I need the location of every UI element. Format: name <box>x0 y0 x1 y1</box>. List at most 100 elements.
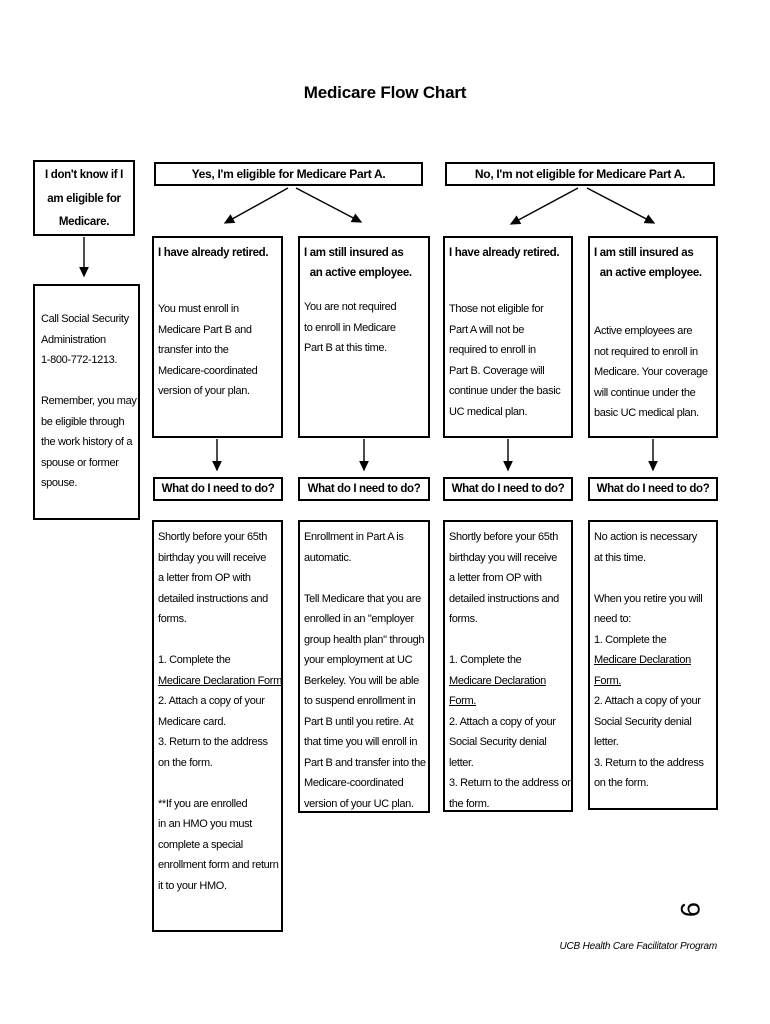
text-line: Form. <box>594 674 621 687</box>
text-line: Part B at this time. <box>304 342 387 354</box>
text-line: birthday you will receive <box>158 551 267 564</box>
text-line: **If you are enrolled <box>158 797 248 810</box>
text-line: letter. <box>594 736 619 748</box>
text-line: an active employee. <box>304 267 412 279</box>
text-line: 3. Return to the address <box>594 756 704 769</box>
statement-body: You are not required to enroll in Medicar… <box>304 297 426 359</box>
text-line: I am still insured as <box>594 247 694 259</box>
statement-body: Active employees are not required to enro… <box>594 321 714 424</box>
text-line: 3. Return to the address <box>158 736 268 748</box>
text-line: I have already retired. <box>449 247 560 259</box>
text-line <box>41 371 135 392</box>
page-title: Medicare Flow Chart <box>303 83 467 102</box>
text-line: detailed instructions and <box>158 592 268 605</box>
text-line <box>304 568 427 589</box>
text-line: Medicare Part B and <box>158 323 252 336</box>
statement-box-yes-retired: I have already retired. You must enroll … <box>152 236 283 438</box>
text-line: I am still insured as <box>304 247 404 259</box>
text-line: 1. Complete the <box>449 654 522 666</box>
text-line <box>158 773 280 794</box>
text-line: on the form. <box>594 777 649 789</box>
text-line: Shortly before your 65th <box>449 531 559 543</box>
text-line: UC medical plan. <box>449 405 528 418</box>
text-line: be eligible through <box>41 415 125 428</box>
text-line: Part B. Coverage will <box>449 364 545 377</box>
statement-box-no-retired: I have already retired. Those not eligib… <box>443 236 573 438</box>
arrow-yes-to-active <box>295 187 363 223</box>
text-line: spouse. <box>41 477 78 489</box>
text-line: 2. Attach a copy of your <box>594 695 701 707</box>
text-line: complete a special <box>158 838 243 851</box>
text-line: Medicare-coordinated <box>158 364 258 377</box>
text-line: Call Social Security <box>41 313 129 325</box>
text-line: I don't know if I <box>44 169 124 181</box>
text-line: version of your UC plan. <box>304 797 414 810</box>
text-line <box>449 630 570 651</box>
text-line: transfer into the <box>158 344 229 356</box>
footer-credit: UCB Health Care Facilitator Program <box>559 941 718 952</box>
statement-box-no-active: I am still insured as an active employee… <box>588 236 718 438</box>
text-line: Part B until you retire. At <box>304 715 414 728</box>
text-line: When you retire you will <box>594 592 703 605</box>
text-line: not required to enroll in <box>594 345 698 358</box>
text-line: your employment at UC <box>304 654 413 666</box>
text-line: Shortly before your 65th <box>158 531 268 543</box>
text-line: Berkeley. You will be able <box>304 674 419 687</box>
text-line: No action is necessary <box>594 531 697 543</box>
text-line: Medicare. <box>58 216 110 228</box>
arrow-no-to-retired <box>509 187 579 225</box>
text-line: 2. Attach a copy of your <box>449 715 556 728</box>
statement-body: You must enroll in Medicare Part B and tra… <box>158 299 279 402</box>
text-line: required to enroll in <box>449 344 536 356</box>
text-line: in an HMO you must <box>158 818 252 830</box>
text-line: Part A will not be <box>449 323 525 336</box>
text-line: an active employee. <box>594 267 702 279</box>
yes-eligible-header-box: Yes, I'm eligible for Medicare Part A. <box>154 162 423 186</box>
what-to-do-box-2: What do I need to do? <box>298 477 430 501</box>
text-line: enrollment form and return <box>158 859 279 871</box>
text-line: continue under the basic <box>449 385 561 397</box>
text-line: Medicare Declaration <box>594 654 691 666</box>
text-line: Social Security denial <box>449 736 547 748</box>
text-line: 2. Attach a copy of your <box>158 695 265 707</box>
text-line: letter. <box>449 756 474 769</box>
text-line: You must enroll in <box>158 303 239 315</box>
text-line: to suspend enrollment in <box>304 695 416 707</box>
text-line: on the form. <box>158 756 213 769</box>
text-line: to enroll in Medicare <box>304 321 396 334</box>
text-line: Part B and transfer into the <box>304 756 426 769</box>
arrow-yes-to-retired <box>223 187 289 224</box>
text-line: detailed instructions and <box>449 592 559 605</box>
statement-heading: I am still insured as an active employee… <box>304 243 426 283</box>
text-line: will continue under the <box>594 386 696 399</box>
text-line: forms. <box>449 613 478 625</box>
text-line: Medicare-coordinated <box>304 777 404 789</box>
text-line: automatic. <box>304 551 352 564</box>
text-line: Medicare Declaration <box>449 674 546 687</box>
text-line: Enrollment in Part A is <box>304 531 404 543</box>
text-line: Those not eligible for <box>449 303 544 315</box>
arrow-no-to-active <box>586 187 656 224</box>
text-line: am eligible for <box>47 192 121 205</box>
text-line: Form. <box>449 695 476 707</box>
text-line: the form. <box>449 797 490 810</box>
text-line: Active employees are <box>594 325 693 337</box>
text-line: 3. Return to the address on <box>449 777 573 789</box>
page-number: 9 <box>675 901 706 918</box>
text-line: version of your plan. <box>158 385 250 397</box>
text-line: enrolled in an "employer <box>304 613 414 625</box>
text-line: spouse or former <box>41 456 119 469</box>
text-line: You are not required <box>304 301 397 313</box>
